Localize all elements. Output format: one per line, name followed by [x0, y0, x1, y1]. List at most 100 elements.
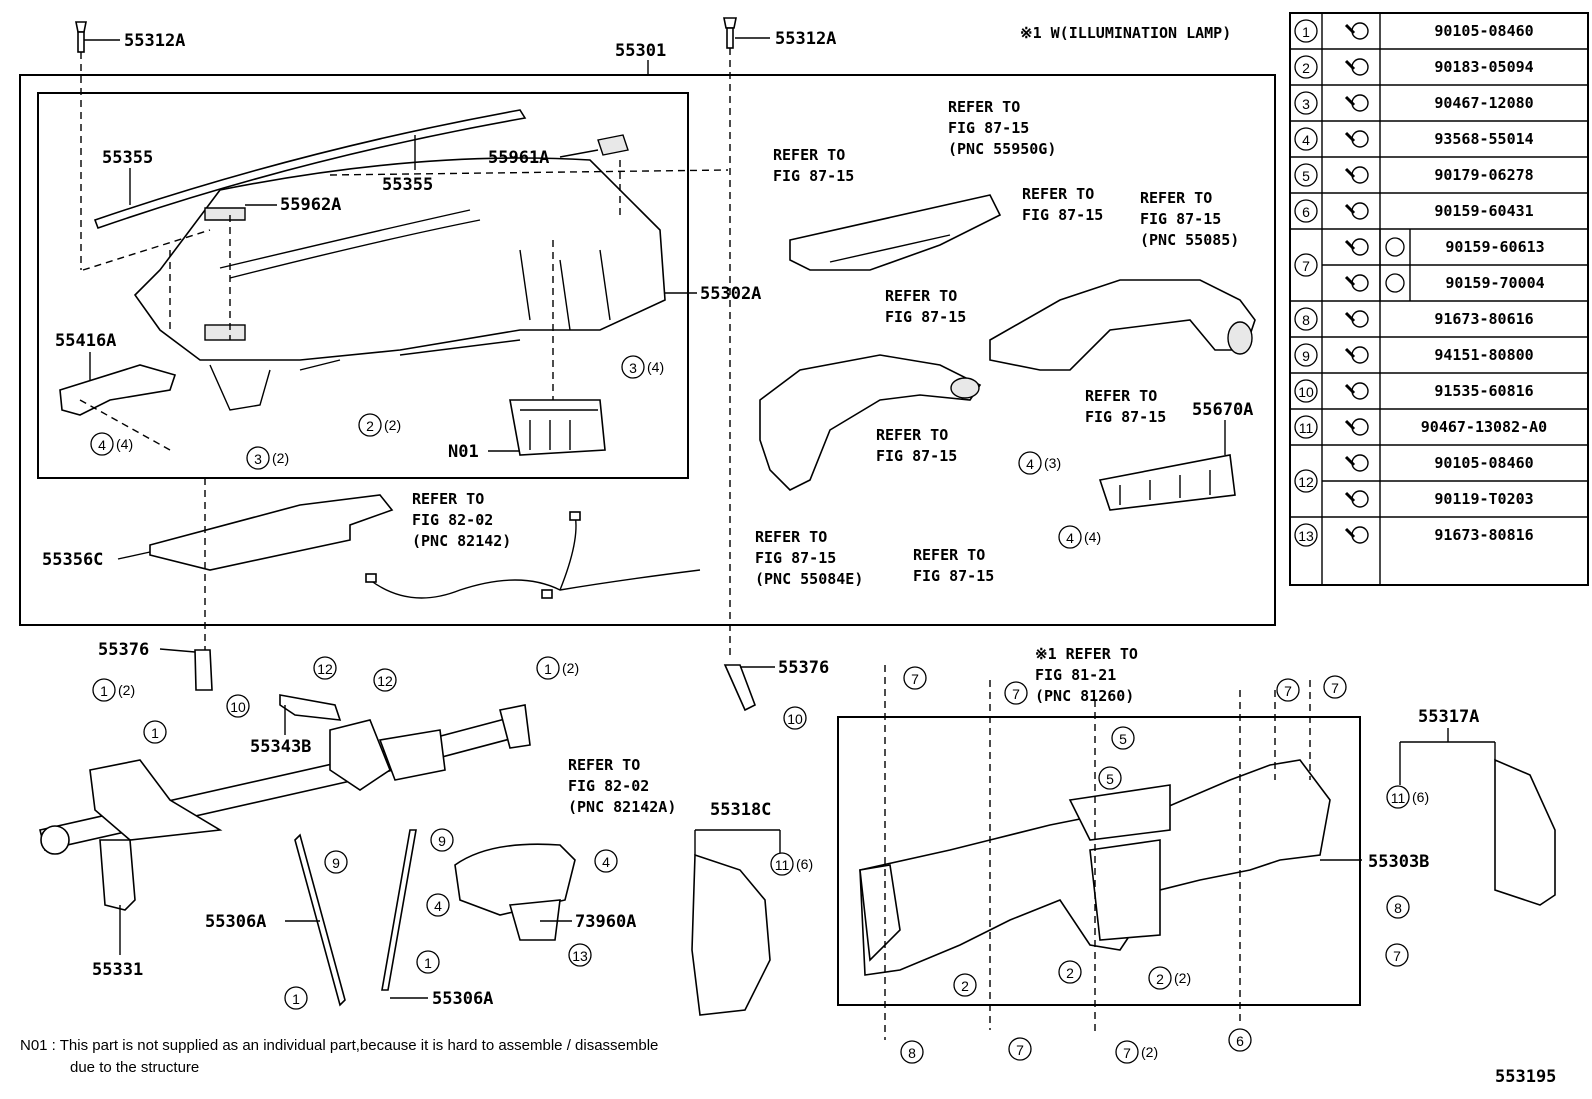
callout-10: 10 [783, 706, 807, 730]
panel-subassembly-box [37, 92, 689, 479]
refer-line: FIG 82-02 [568, 777, 649, 795]
callout-8: 8 [900, 1040, 924, 1064]
svg-text:5: 5 [1106, 771, 1114, 787]
svg-text:4: 4 [434, 898, 442, 914]
svg-text:1: 1 [544, 661, 552, 677]
part-number: 91673-80616 [1434, 310, 1533, 328]
panel-frame-55303b [859, 759, 1331, 976]
refer-line: (PNC 55085) [1140, 231, 1239, 249]
callout-9: 9 [430, 828, 454, 852]
part-n01 [509, 399, 606, 456]
svg-text:4: 4 [1066, 530, 1074, 546]
bracket-55670a [1098, 454, 1236, 511]
instrument-panel-pad [93, 109, 666, 411]
callout-1: 1 [416, 950, 440, 974]
callout-7: 7 [1385, 943, 1409, 967]
svg-text:5: 5 [1302, 168, 1310, 184]
part-number: 90467-12080 [1434, 94, 1533, 112]
refer-line: REFER TO [913, 546, 985, 564]
part-number: 90119-T0203 [1434, 490, 1533, 508]
callout-4: 4 [426, 893, 450, 917]
label-55376-right: 55376 [778, 658, 829, 678]
part-number: 93568-55014 [1434, 130, 1533, 148]
svg-text:1: 1 [424, 955, 432, 971]
callout-7: 7(2) [1115, 1040, 1158, 1064]
quantity-label: (2) [1174, 970, 1191, 986]
svg-text:7: 7 [1393, 948, 1401, 964]
footnote-line-1: N01 : This part is not supplied as an in… [20, 1037, 658, 1054]
refer-line: (PNC 55950G) [948, 140, 1056, 158]
label-55343b: 55343B [250, 737, 311, 757]
air-duct-left [759, 354, 982, 491]
refer-line: FIG 87-15 [1140, 210, 1221, 228]
label-55306a-b: 55306A [432, 989, 493, 1009]
table-callout-3: 3 [1294, 91, 1318, 115]
svg-text:13: 13 [572, 948, 588, 964]
fastener-icon [1344, 94, 1369, 112]
svg-text:9: 9 [1302, 348, 1310, 364]
label-55355-a: 55355 [102, 148, 153, 168]
refer-line: FIG 87-15 [885, 308, 966, 326]
fastener-icon [1344, 346, 1369, 364]
svg-text:3: 3 [1302, 96, 1310, 112]
svg-text:10: 10 [787, 711, 803, 727]
quantity-label: (4) [647, 359, 664, 375]
part-number: 90105-08460 [1434, 22, 1533, 40]
label-55302a: 55302A [700, 284, 761, 304]
clip-55312a-left [75, 21, 120, 270]
part-number: 90467-13082-A0 [1421, 418, 1547, 436]
svg-text:7: 7 [1302, 258, 1310, 274]
quantity-label: (4) [116, 436, 133, 452]
callout-3: 3(4) [621, 355, 664, 379]
svg-text:6: 6 [1302, 204, 1310, 220]
callout-9: 9 [324, 850, 348, 874]
callout-6: 6 [1228, 1028, 1252, 1052]
svg-text:8: 8 [1394, 900, 1402, 916]
fastener-icon [1344, 202, 1369, 220]
callout-2: 2 [953, 973, 977, 997]
wire-harness [365, 511, 701, 599]
svg-text:4: 4 [1026, 456, 1034, 472]
refer-line: (PNC 82142) [412, 532, 511, 550]
svg-text:9: 9 [438, 833, 446, 849]
label-55416a: 55416A [55, 331, 116, 351]
part-number: 90183-05094 [1434, 58, 1533, 76]
lower-right-box [837, 716, 1361, 1006]
part-number: 90105-08460 [1434, 454, 1533, 472]
svg-text:2: 2 [961, 978, 969, 994]
bracket-55416a [59, 364, 177, 416]
callout-13: 13 [568, 943, 592, 967]
refer-line: REFER TO [948, 98, 1020, 116]
table-callout-6: 6 [1294, 199, 1318, 223]
callout-7: 7 [1008, 1037, 1032, 1061]
label-55318c: 55318C [710, 800, 771, 820]
callout-1: 1(2) [92, 678, 135, 702]
brace-55343b [279, 694, 342, 721]
bracket-55376-left [194, 649, 213, 691]
svg-text:6: 6 [1236, 1033, 1244, 1049]
table-callout-5: 5 [1294, 163, 1318, 187]
quantity-label: (6) [1412, 789, 1429, 805]
svg-text:4: 4 [98, 437, 106, 453]
svg-text:7: 7 [1012, 686, 1020, 702]
refer-line: FIG 87-15 [773, 167, 854, 185]
svg-text:8: 8 [908, 1045, 916, 1061]
fastener-icon [1344, 418, 1369, 436]
callout-12: 12 [373, 668, 397, 692]
svg-text:12: 12 [317, 661, 333, 677]
callout-1: 1(2) [536, 656, 579, 680]
